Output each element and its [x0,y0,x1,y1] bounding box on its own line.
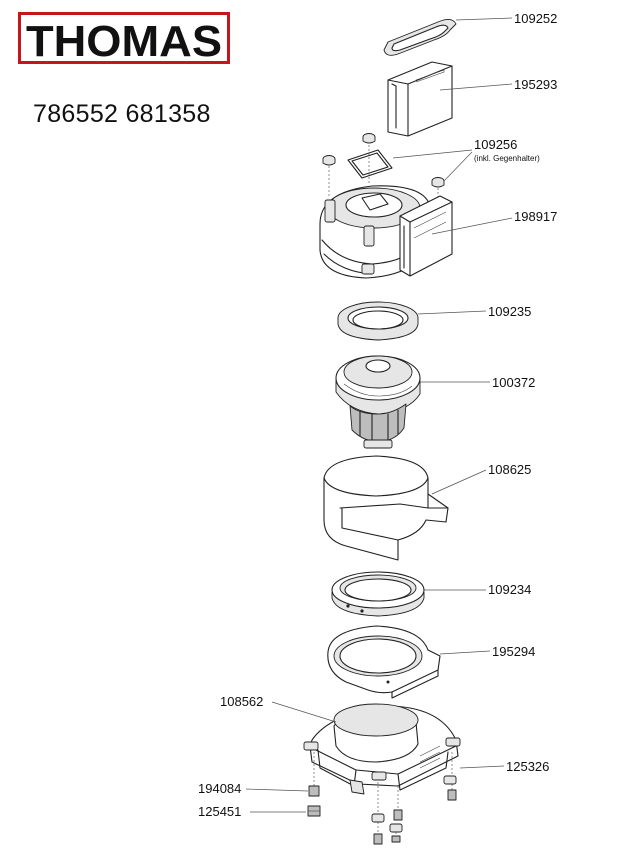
part-label-108562: 108562 [220,694,263,709]
part-label-195293: 195293 [514,77,557,92]
part-label-195294: 195294 [492,644,535,659]
part-seal-ring-lower [331,571,425,617]
part-label-109234: 109234 [488,582,531,597]
part-seal-ring-upper [337,301,419,341]
part-gasket-top [383,19,457,56]
part-note-109256: (inkl. Gegenhalter) [474,154,540,163]
part-seal-with-counter [322,133,445,200]
part-motor-cover [319,185,453,279]
logo-border [18,12,230,64]
model-numbers: 786552 681358 [33,100,211,128]
part-label-100372: 100372 [492,375,535,390]
part-motor-sleeve [323,455,449,561]
part-nut [307,805,321,817]
logo-text: THOMAS [26,17,222,64]
part-label-125451: 125451 [198,804,241,819]
part-label-109235: 109235 [488,304,531,319]
part-label-194084: 194084 [198,781,241,796]
part-motor-housing [303,703,461,795]
part-base-gasket [327,625,441,699]
part-motor [335,355,421,449]
part-housing-screws [371,752,457,845]
part-screw [308,752,320,797]
part-filter-insert [387,61,453,137]
part-label-108625: 108625 [488,462,531,477]
part-label-109252: 109252 [514,11,557,26]
thomas-logo: THOMAS [18,12,230,66]
part-label-198917: 198917 [514,209,557,224]
part-label-125326: 125326 [506,759,549,774]
part-label-109256: 109256 [474,137,517,152]
